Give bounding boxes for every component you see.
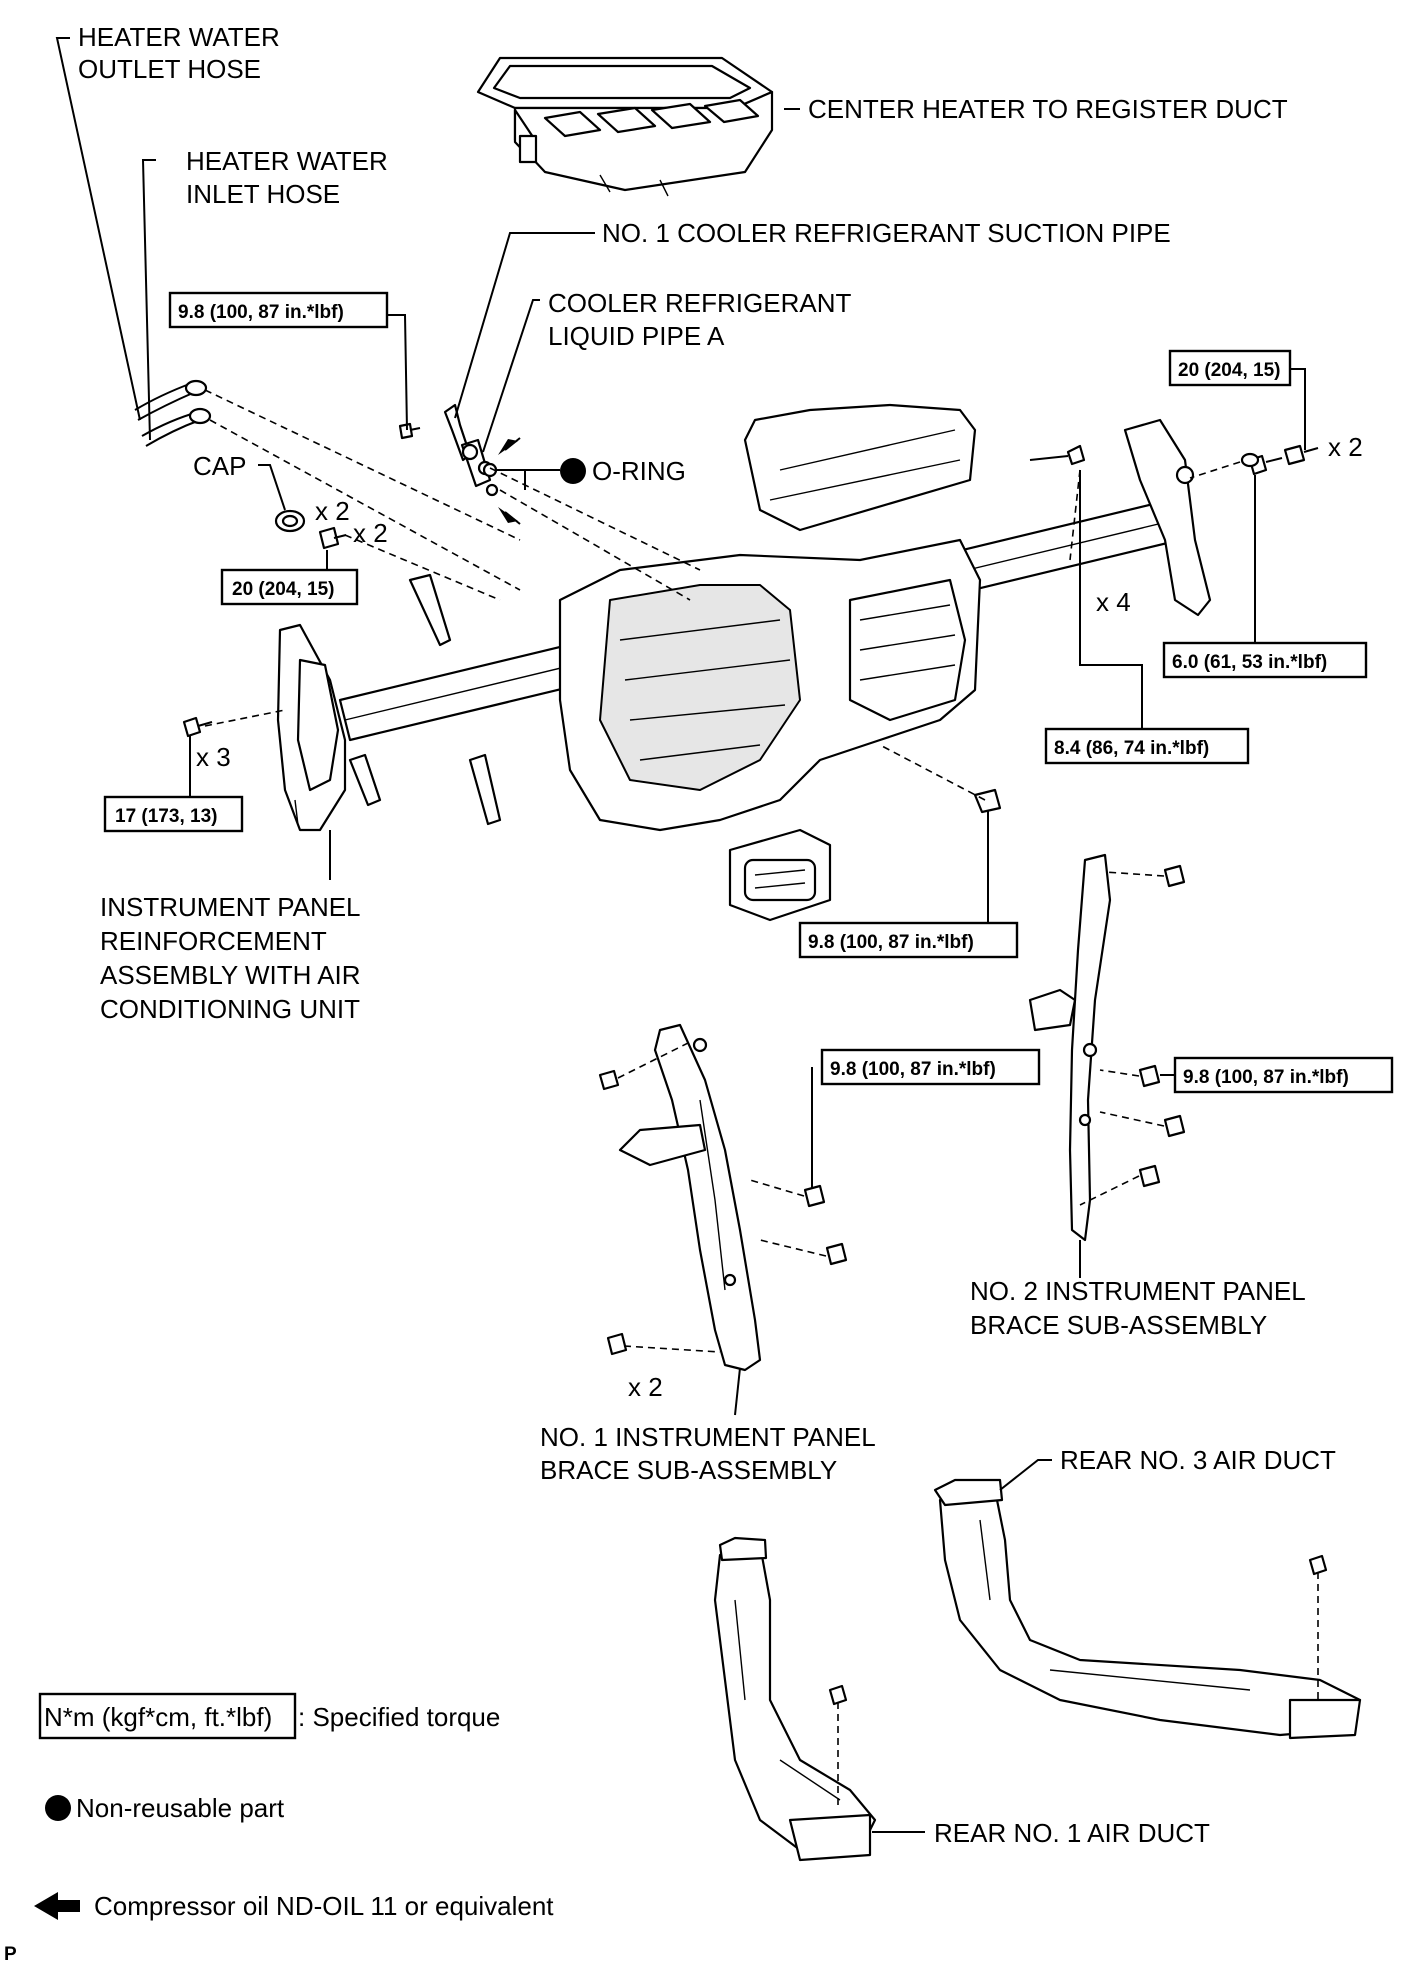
legend-torque-text: : Specified torque <box>298 1702 500 1732</box>
center-heater-duct-part <box>476 56 774 197</box>
label-ip-reinforcement-4: CONDITIONING UNIT <box>100 994 360 1024</box>
label-ip-reinforcement-2: REINFORCEMENT <box>100 926 327 956</box>
label-liquid-pipe-a-2: LIQUID PIPE A <box>548 321 725 351</box>
torque-left-bolts: 17 (173, 13) <box>115 806 217 827</box>
torque-no1-brace: 9.8 (100, 87 in.*lbf) <box>830 1059 996 1080</box>
label-no1-brace-2: BRACE SUB-ASSEMBLY <box>540 1455 837 1485</box>
leader-lines <box>55 37 1319 1833</box>
label-no1-brace-1: NO. 1 INSTRUMENT PANEL <box>540 1422 876 1452</box>
label-o-ring: O-RING <box>592 456 686 486</box>
qty-left: x 3 <box>196 742 231 772</box>
label-heater-inlet-hose-2: INLET HOSE <box>186 179 340 209</box>
label-rear-no3-duct: REAR NO. 3 AIR DUCT <box>1060 1445 1336 1475</box>
beam-bolts-part <box>182 444 1319 814</box>
label-rear-no1-duct: REAR NO. 1 AIR DUCT <box>934 1818 1210 1848</box>
torque-cap-bolt: 20 (204, 15) <box>232 579 334 600</box>
qty-cap-bolt: x 2 <box>353 518 388 548</box>
qty-cap: x 2 <box>315 496 350 526</box>
legend-compressor-oil: Compressor oil ND-OIL 11 or equivalent <box>94 1891 554 1921</box>
torque-center-nut: 9.8 (100, 87 in.*lbf) <box>808 932 974 953</box>
o-ring-symbol <box>560 458 586 484</box>
rear-no1-duct-part <box>713 1536 877 1862</box>
refrigerant-pipes-part <box>398 403 493 488</box>
legend-non-reusable-icon <box>45 1795 71 1821</box>
torque-right-nut: 6.0 (61, 53 in.*lbf) <box>1172 652 1327 673</box>
label-heater-outlet-hose-2: OUTLET HOSE <box>78 54 261 84</box>
part-labels: HEATER WATER OUTLET HOSE HEATER WATER IN… <box>78 22 1336 1848</box>
label-ip-reinforcement-1: INSTRUMENT PANEL <box>100 892 361 922</box>
label-liquid-pipe-a-1: COOLER REFRIGERANT <box>548 288 851 318</box>
label-center-heater-duct: CENTER HEATER TO REGISTER DUCT <box>808 94 1288 124</box>
legend-torque-box: N*m (kgf*cm, ft.*lbf) <box>44 1702 272 1732</box>
qty-center: x 4 <box>1096 587 1131 617</box>
heater-hoses-part <box>134 379 212 447</box>
torque-no2-brace: 9.8 (100, 87 in.*lbf) <box>1183 1067 1349 1088</box>
torque-boxes: 9.8 (100, 87 in.*lbf) 20 (204, 15) 20 (2… <box>103 291 1394 1094</box>
oil-arrows <box>498 437 521 525</box>
no2-brace-part <box>1028 853 1186 1242</box>
qty-right-top: x 2 <box>1328 432 1363 462</box>
no1-brace-part <box>598 1023 848 1372</box>
rear-no3-duct-part <box>933 1478 1362 1740</box>
ip-reinforcement-part <box>276 403 1212 922</box>
footer-code: P <box>4 1944 17 1963</box>
cap-part <box>274 509 306 533</box>
label-no2-brace-2: BRACE SUB-ASSEMBLY <box>970 1310 1267 1340</box>
label-heater-outlet-hose-1: HEATER WATER <box>78 22 280 52</box>
legend-oil-arrow-icon <box>34 1892 80 1920</box>
qty-no1-brace: x 2 <box>628 1372 663 1402</box>
torque-suction-bolt: 9.8 (100, 87 in.*lbf) <box>178 302 344 323</box>
torque-center-bolts: 8.4 (86, 74 in.*lbf) <box>1054 738 1209 759</box>
legend-non-reusable: Non-reusable part <box>76 1793 285 1823</box>
torque-right-top: 20 (204, 15) <box>1178 360 1280 381</box>
label-no1-suction-pipe: NO. 1 COOLER REFRIGERANT SUCTION PIPE <box>602 218 1171 248</box>
legend: N*m (kgf*cm, ft.*lbf) : Specified torque… <box>4 1692 554 1963</box>
label-cap: CAP <box>193 451 246 481</box>
o-rings-part <box>482 462 499 497</box>
label-heater-inlet-hose-1: HEATER WATER <box>186 146 388 176</box>
label-no2-brace-1: NO. 2 INSTRUMENT PANEL <box>970 1276 1306 1306</box>
cap-bolt-part <box>318 526 347 550</box>
label-ip-reinforcement-3: ASSEMBLY WITH AIR <box>100 960 361 990</box>
quantity-labels: x 2 x 2 x 2 x 4 x 3 x 2 <box>196 432 1363 1402</box>
